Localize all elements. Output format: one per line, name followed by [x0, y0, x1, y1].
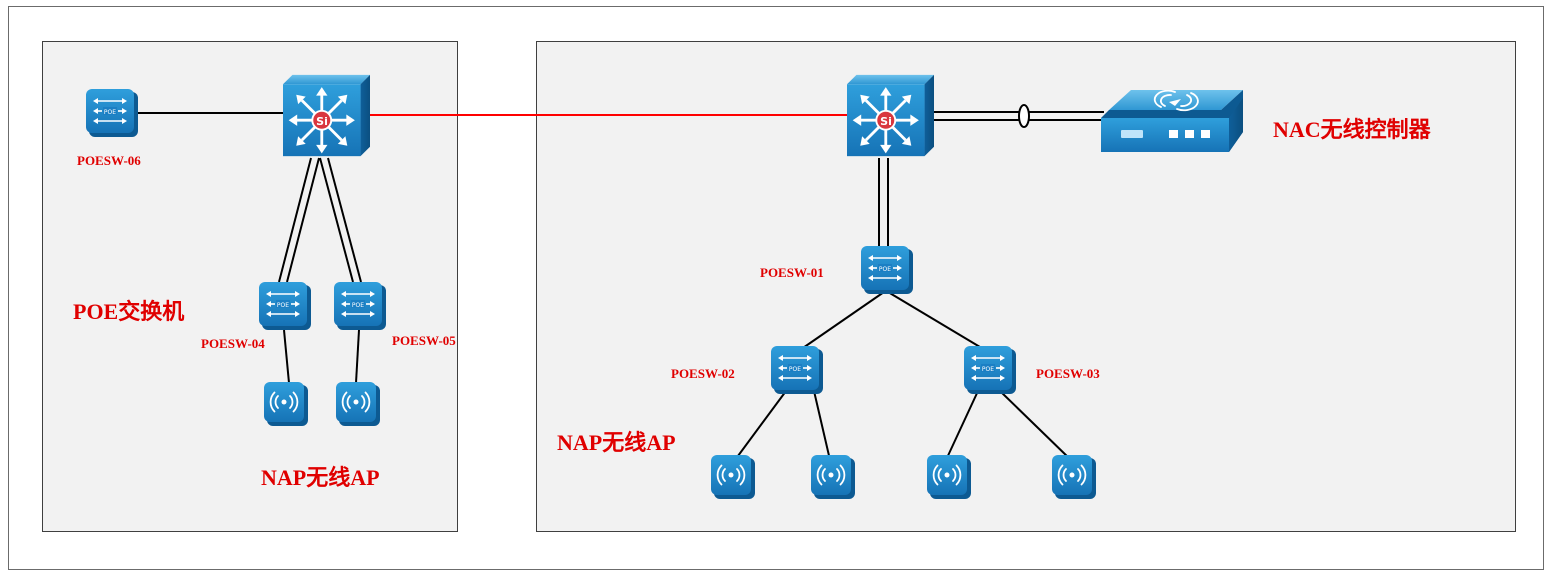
si-icon-text: Si: [316, 115, 328, 128]
poe-switch-icon: POE: [964, 346, 1016, 394]
poe-icon-text: POE: [879, 266, 891, 273]
layer3-switch-icon: Si: [847, 73, 934, 158]
poe-icon-text: POE: [982, 366, 994, 373]
link-poesw03-ap-2: [999, 390, 1072, 461]
link-core-poesw05-a: [319, 157, 354, 283]
poesw-01-label: POESW-01: [760, 265, 824, 280]
poe-switch-icon: POE: [334, 282, 386, 330]
wireless-ap-icon: [1052, 455, 1096, 499]
link-poesw03-ap-1: [945, 390, 979, 461]
poe-switch-icon: POE: [86, 89, 138, 137]
link-core-poesw05-b: [327, 157, 362, 283]
right-ap-1[interactable]: [711, 455, 755, 499]
poe-icon-text: POE: [352, 302, 364, 309]
poesw-02-label: POESW-02: [671, 366, 735, 381]
nac-wireless-controller[interactable]: [1101, 90, 1243, 152]
left-ap-1[interactable]: [264, 382, 308, 426]
poesw-04-label: POESW-04: [201, 336, 265, 351]
left-poe-group-label: POE交换机: [73, 299, 185, 324]
poe-switch-icon: POE: [259, 282, 311, 330]
poesw-06-node[interactable]: POE: [86, 89, 138, 137]
link-poesw02-ap-2: [813, 390, 831, 461]
wireless-ap-icon: [811, 455, 855, 499]
layer3-switch-icon: Si: [283, 73, 370, 158]
link-poesw01-poesw03: [887, 291, 986, 351]
wireless-ap-icon: [264, 382, 308, 426]
poesw-06-label: POESW-06: [77, 153, 141, 168]
poesw-01-node[interactable]: POE: [861, 246, 913, 294]
link-core-poesw04-a: [278, 157, 312, 283]
wireless-ap-icon: [927, 455, 971, 499]
poe-icon-text: POE: [104, 109, 116, 116]
left-core-switch[interactable]: Si: [283, 73, 370, 158]
wireless-controller-icon: [1101, 90, 1243, 152]
poesw-03-node[interactable]: POE: [964, 346, 1016, 394]
link-poesw01-poesw02: [799, 291, 885, 351]
si-icon-text: Si: [880, 115, 892, 128]
poesw-02-node[interactable]: POE: [771, 346, 823, 394]
link-poesw05-ap: [355, 329, 360, 384]
nac-controller-label: NAC无线控制器: [1273, 117, 1431, 142]
right-ap-4[interactable]: [1052, 455, 1096, 499]
right-ap-3[interactable]: [927, 455, 971, 499]
poesw-05-node[interactable]: POE: [334, 282, 386, 330]
poesw-03-label: POESW-03: [1036, 366, 1100, 381]
poe-icon-text: POE: [277, 302, 289, 309]
poesw-04-node[interactable]: POE: [259, 282, 311, 330]
poe-switch-icon: POE: [861, 246, 913, 294]
wireless-ap-icon: [336, 382, 380, 426]
left-ap-2[interactable]: [336, 382, 380, 426]
poe-switch-icon: POE: [771, 346, 823, 394]
left-ap-group-label: NAP无线AP: [261, 465, 380, 490]
right-ap-2[interactable]: [811, 455, 855, 499]
link-bundle-marker: [1018, 104, 1030, 128]
right-core-switch[interactable]: Si: [847, 73, 934, 158]
link-poesw02-ap-1: [734, 390, 787, 461]
poesw-05-label: POESW-05: [392, 333, 456, 348]
wireless-ap-icon: [711, 455, 755, 499]
poe-icon-text: POE: [789, 366, 801, 373]
link-core-poesw04-b: [286, 157, 320, 283]
right-ap-group-label: NAP无线AP: [557, 430, 676, 455]
link-poesw04-ap: [283, 329, 290, 384]
